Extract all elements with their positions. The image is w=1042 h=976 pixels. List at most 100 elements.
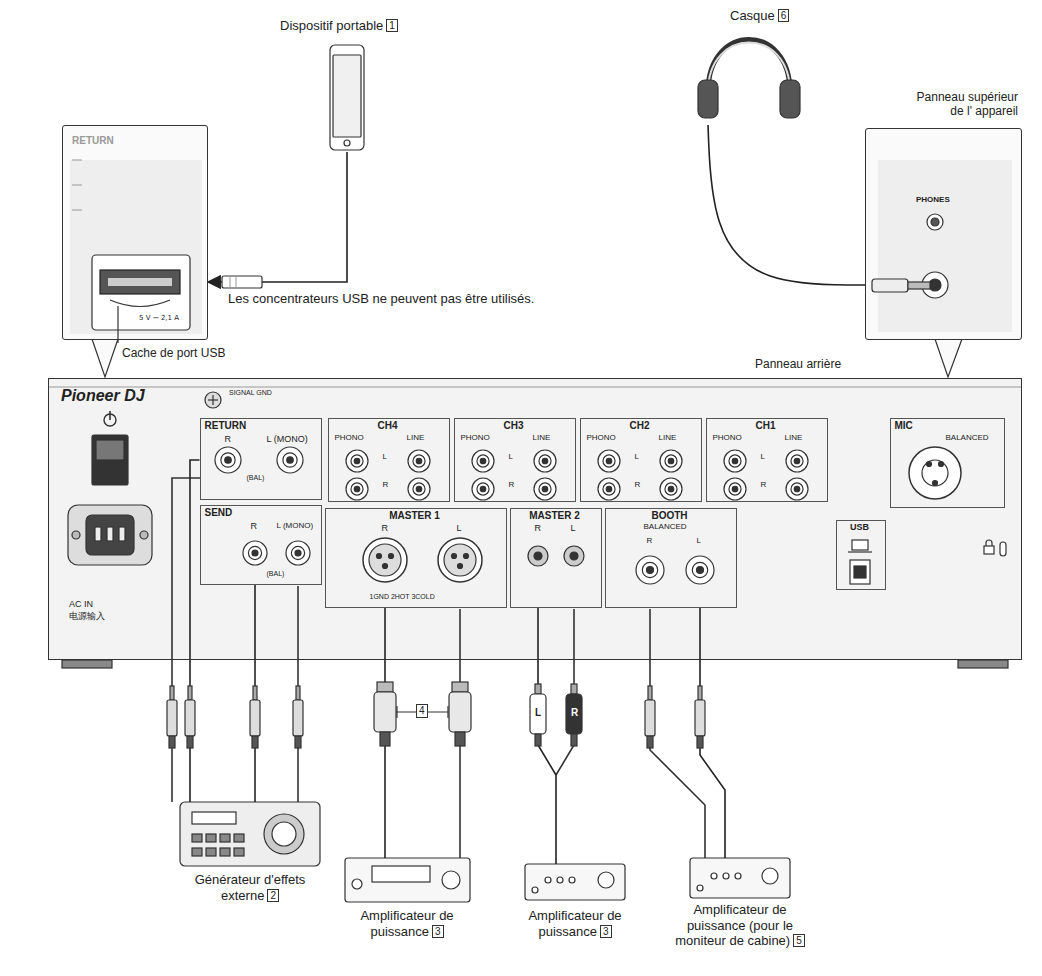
callout-pointer: [935, 339, 962, 377]
jack-ring: [291, 546, 304, 559]
jack-ring: [642, 562, 657, 577]
jack-label: L: [457, 523, 462, 533]
jack: [786, 478, 808, 500]
note-label: Cache de port USB: [122, 346, 225, 360]
jack-label: L (MONO): [267, 434, 308, 444]
jack: [534, 478, 556, 500]
amp-indicator: [557, 877, 563, 883]
plug-tip: [188, 686, 192, 700]
phones-jack-hole: [929, 279, 941, 291]
section-label: MASTER 2: [511, 510, 599, 522]
laptop-icon: [848, 551, 872, 552]
device-caption: Amplificateur de puissance3: [342, 908, 472, 939]
note-label: Panneau supérieur de l' appareil: [903, 90, 1018, 119]
earcup: [780, 80, 800, 118]
panel-mark: [72, 185, 82, 186]
section-label: RETURN: [72, 135, 114, 147]
effects-button: [220, 834, 230, 842]
callout-number: 5: [793, 934, 805, 947]
device-caption: Dispositif portable1: [280, 18, 455, 34]
jack-label: R: [509, 480, 515, 489]
power-symbol: [109, 411, 111, 420]
jack-label: (BAL): [247, 474, 265, 482]
xlr-plug-tip: [452, 682, 468, 692]
xlr-jack-inner: [444, 544, 476, 576]
cable: [708, 125, 865, 285]
headphone-plug-tip: [908, 282, 930, 289]
jack: [277, 447, 303, 473]
callout-number: 1: [386, 19, 398, 32]
phone-plug: [695, 700, 705, 736]
jack-ring: [539, 455, 551, 467]
jack-hole: [542, 458, 548, 464]
plug-tip: [698, 686, 702, 700]
usb-section: USB: [836, 520, 886, 590]
plug-relief: [380, 732, 390, 746]
section-label: SEND: [205, 507, 233, 519]
rca-plug: [530, 694, 546, 734]
combo-jack: [909, 447, 961, 499]
xlr-pin: [458, 564, 463, 569]
callout-number: 3: [600, 925, 612, 938]
headband-inner: [708, 43, 790, 93]
usb-plug-rib: [236, 276, 237, 288]
jack-label: PHONO: [461, 433, 490, 442]
jack-hole: [732, 458, 738, 464]
plug-tip: [253, 686, 257, 700]
rca-jack-center: [534, 552, 542, 560]
jack-label: LINE: [533, 433, 551, 442]
jack-hole: [354, 458, 360, 464]
jack-hole: [252, 550, 258, 556]
effects-unit: [180, 802, 320, 866]
amp-indicator: [569, 877, 575, 883]
callout-number: 4: [416, 704, 428, 718]
jack-label: R: [761, 480, 767, 489]
effects-button: [234, 834, 244, 842]
panel-mark: [72, 160, 82, 161]
jack-hole: [287, 457, 294, 464]
usb-b-port-inner: [854, 566, 866, 578]
power-amplifier: Amplificateur de puissance3: [495, 864, 655, 964]
headphone-plug: [872, 279, 908, 292]
effects-knob-center: [272, 822, 296, 846]
jack: [215, 447, 241, 473]
amp-knob: [598, 872, 614, 888]
rca-plug-tip: [571, 684, 577, 694]
jack-ring: [539, 483, 551, 495]
smartphone: [330, 45, 364, 150]
jack-ring: [665, 483, 677, 495]
usb-a-plug: [222, 276, 262, 288]
rca-jack-center: [570, 552, 578, 560]
xlr-plug-tip: [377, 682, 393, 692]
ac-pin: [119, 527, 125, 541]
plug-label: R: [570, 707, 579, 719]
screw: [140, 531, 148, 539]
jack: [408, 478, 430, 500]
plug-relief: [187, 736, 193, 748]
device-caption: Amplificateur de puissance (pour le moni…: [668, 902, 812, 949]
jack-label: R: [382, 523, 389, 533]
xlr-plug: [449, 692, 471, 732]
jack-label: 5 V ⎓ 2,1 A: [139, 314, 179, 322]
jack-label: L (MONO): [277, 521, 314, 530]
jack-hole: [794, 458, 800, 464]
device-caption: Casque6: [730, 8, 810, 24]
jack-hole: [794, 486, 800, 492]
jack-hole: [480, 486, 486, 492]
effects-button: [206, 848, 216, 856]
jack-label: 电源输入: [69, 611, 105, 621]
ac-inlet-socket: [86, 515, 134, 555]
amp-switch: [352, 879, 362, 889]
jack: [286, 541, 310, 565]
amp-switch: [532, 887, 538, 893]
screw: [72, 531, 80, 539]
effects-display: [192, 812, 236, 824]
jack-ring: [791, 455, 803, 467]
jack-label: 1GND 2HOT 3COLD: [370, 593, 435, 601]
xlr-pin: [383, 564, 388, 569]
jack-hole: [647, 567, 654, 574]
device-caption: Amplificateur de puissance3: [510, 908, 640, 939]
jack-hole: [732, 486, 738, 492]
plug-relief: [455, 732, 465, 746]
return-section: RETURNRL (MONO)(BAL): [200, 418, 322, 500]
